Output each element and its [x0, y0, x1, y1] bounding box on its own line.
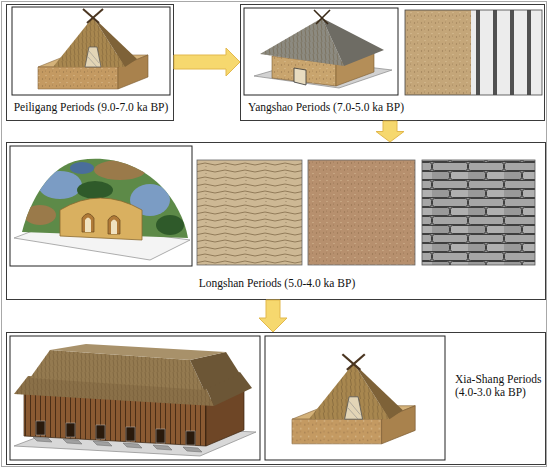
illustration-part — [10, 146, 192, 266]
longshan-cave — [10, 146, 192, 266]
period-panel: Xia-Shang Periods (4.0-3.0 ka BP) — [6, 332, 546, 465]
period-panel: Peiligang Periods (9.0-7.0 ka BP) — [6, 4, 174, 121]
illustration-part — [96, 425, 105, 439]
illustration-part — [12, 7, 170, 95]
illustration-part — [93, 441, 112, 446]
illustration-part — [197, 160, 302, 265]
flow-arrow — [174, 48, 240, 76]
illustration-part — [33, 437, 202, 452]
illustration-part — [294, 68, 306, 85]
illustration-part — [38, 171, 82, 199]
illustration-part — [111, 220, 117, 235]
illustration-part — [405, 10, 542, 95]
illustration-part — [308, 160, 415, 265]
illustration-part — [197, 160, 302, 265]
illustration-part — [183, 447, 202, 452]
illustration-part — [36, 421, 45, 435]
illustration-part — [123, 443, 142, 448]
illustration-part — [156, 429, 165, 443]
illustration-part — [38, 9, 148, 89]
illustration-part — [322, 18, 384, 66]
illustration-part — [94, 160, 146, 180]
illustration-part — [292, 354, 415, 444]
illustration-part — [314, 10, 328, 24]
illustration-part — [126, 427, 135, 441]
flow-arrow — [376, 121, 404, 142]
period-label: Longshan Periods (5.0-4.0 ka BP) — [7, 277, 547, 290]
xiashang-longhouse — [10, 336, 260, 460]
illustration-part — [156, 215, 184, 235]
illustration-part — [471, 10, 542, 95]
flow-arrow — [259, 300, 287, 332]
illustration-part — [36, 421, 195, 445]
illustration-part — [244, 8, 398, 95]
yangshao-house — [244, 8, 398, 95]
yangshao-texture — [405, 10, 542, 95]
illustration-part — [308, 160, 415, 265]
illustration-part — [63, 439, 82, 444]
illustration-part — [422, 160, 535, 265]
illustration-part — [405, 10, 471, 95]
period-label: Peiligang Periods (9.0-7.0 ka BP) — [7, 101, 175, 114]
illustration-part — [265, 336, 445, 460]
illustration-part — [186, 431, 195, 445]
peiligang-picture — [12, 7, 170, 95]
illustration-part — [66, 423, 75, 437]
illustration-part — [77, 181, 113, 199]
illustration-part — [108, 216, 120, 235]
longshan-textures — [197, 160, 535, 265]
illustration-part — [33, 437, 52, 442]
illustration-part — [422, 160, 535, 265]
illustration-part — [82, 214, 94, 233]
illustration-part — [316, 10, 330, 24]
xiashang-hut — [265, 336, 445, 460]
illustration-part — [405, 10, 471, 95]
illustration-part — [60, 198, 142, 240]
illustration-part — [24, 205, 56, 225]
illustration-part — [153, 445, 172, 450]
illustration-part — [50, 344, 226, 360]
period-label: Xia-Shang Periods (4.0-3.0 ka BP) — [455, 373, 543, 399]
illustration-part — [70, 162, 94, 174]
period-label: Yangshao Periods (7.0-5.0 ka BP) — [241, 101, 411, 114]
period-panel: Yangshao Periods (7.0-5.0 ka BP) — [240, 4, 545, 121]
illustration-part — [10, 336, 260, 460]
period-panel: Longshan Periods (5.0-4.0 ka BP) — [6, 142, 546, 300]
illustration-part — [85, 218, 91, 233]
